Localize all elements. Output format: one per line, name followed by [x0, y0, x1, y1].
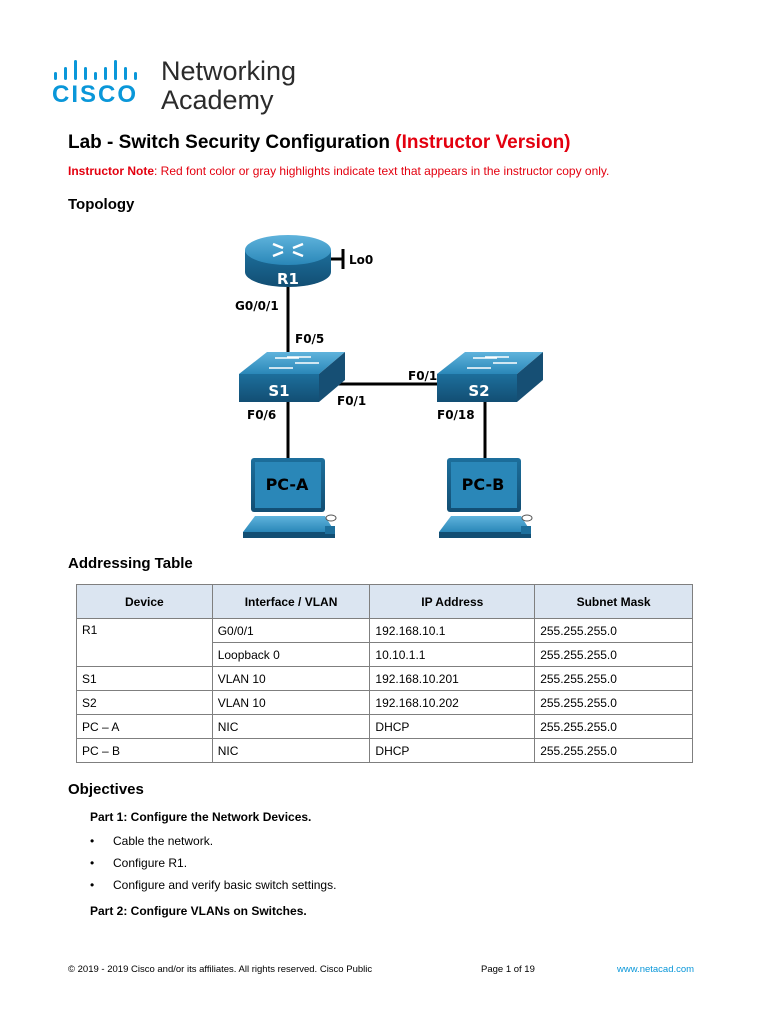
port-label-s2-f018: F0/18 — [437, 408, 475, 422]
cell-device: S2 — [76, 690, 213, 715]
title-main: Lab - Switch Security Configuration — [68, 132, 390, 153]
page-title: Lab - Switch Security Configuration (Ins… — [68, 132, 571, 154]
footer-url-link[interactable]: www.netacad.com — [617, 964, 695, 975]
addressing-table-heading: Addressing Table — [68, 555, 193, 572]
cell-mask: 255.255.255.0 — [534, 618, 693, 643]
instructor-note-text: : Red font color or gray highlights indi… — [154, 164, 610, 178]
cell-interface: VLAN 10 — [211, 666, 371, 691]
header-device: Device — [76, 584, 213, 619]
loopback-label: Lo0 — [349, 253, 373, 267]
table-header-row: Device Interface / VLAN IP Address Subne… — [76, 584, 693, 619]
list-item-text: Configure R1. — [113, 856, 188, 870]
list-item: • Configure and verify basic switch setti… — [90, 876, 336, 898]
port-label-r1-g001: G0/0/1 — [235, 299, 279, 313]
objective-part1: Part 1: Configure the Network Devices. — [90, 810, 312, 824]
objective-part2: Part 2: Configure VLANs on Switches. — [90, 904, 307, 918]
pc-b-label: PC-B — [462, 475, 505, 494]
footer-copyright: © 2019 - 2019 Cisco and/or its affiliate… — [68, 964, 373, 975]
list-item: • Configure R1. — [90, 854, 336, 876]
addressing-table: Device Interface / VLAN IP Address Subne… — [76, 584, 693, 763]
port-label-s2-f01: F0/1 — [408, 369, 437, 383]
port-label-s1-f01: F0/1 — [337, 394, 366, 408]
cell-device: PC – A — [76, 714, 213, 739]
cell-ip: DHCP — [369, 714, 536, 739]
pc-a-label: PC-A — [266, 475, 309, 494]
port-label-s1-f06: F0/6 — [247, 408, 276, 422]
table-row: Loopback 0 10.10.1.1 255.255.255.0 — [77, 642, 693, 667]
router-r1-icon — [245, 235, 331, 287]
cell-mask: 255.255.255.0 — [534, 642, 693, 667]
cell-ip: DHCP — [369, 738, 536, 763]
pc-b-icon — [439, 458, 533, 538]
router-r1-label: R1 — [277, 270, 299, 288]
cell-ip: 192.168.10.202 — [369, 690, 536, 715]
switch-s2-icon — [437, 352, 543, 402]
cell-mask: 255.255.255.0 — [534, 738, 693, 763]
instructor-note: Instructor Note: Red font color or gray … — [68, 164, 609, 178]
cell-interface: Loopback 0 — [211, 642, 371, 667]
cell-mask: 255.255.255.0 — [534, 714, 693, 739]
cisco-wordmark: CISCO — [52, 81, 139, 108]
cell-ip: 192.168.10.201 — [369, 666, 536, 691]
bullet-icon: • — [90, 856, 95, 870]
cell-mask: 255.255.255.0 — [534, 666, 693, 691]
header-interface: Interface / VLAN — [211, 584, 371, 619]
list-item-text: Cable the network. — [113, 834, 214, 848]
title-version: (Instructor Version) — [395, 132, 571, 153]
instructor-note-label: Instructor Note — [68, 164, 155, 178]
bullet-icon: • — [90, 878, 95, 892]
cisco-bars-icon — [54, 60, 137, 80]
switch-s1-icon — [239, 352, 345, 402]
port-label-s1-f05: F0/5 — [295, 332, 324, 346]
topology-heading: Topology — [68, 196, 135, 213]
list-item: • Cable the network. — [90, 832, 336, 854]
cell-interface: VLAN 10 — [211, 690, 371, 715]
switch-s2-label: S2 — [468, 382, 489, 400]
table-row: S1 VLAN 10 192.168.10.201 255.255.255.0 — [76, 666, 693, 691]
cell-device: PC – B — [76, 738, 213, 763]
logo-line2: Academy — [161, 85, 274, 115]
cell-interface: G0/0/1 — [211, 618, 371, 643]
cell-interface: NIC — [211, 714, 371, 739]
list-item-text: Configure and verify basic switch settin… — [113, 878, 337, 892]
topology-diagram: R1 Lo0 S1 S2 PC-A — [235, 235, 543, 538]
table-row: S2 VLAN 10 192.168.10.202 255.255.255.0 — [76, 690, 693, 715]
table-row: R1 G0/0/1 192.168.10.1 255.255.255.0 — [76, 618, 693, 667]
cell-ip: 192.168.10.1 — [369, 618, 536, 643]
footer-page-number: Page 1 of 19 — [481, 964, 535, 975]
pc-a-icon — [243, 458, 337, 538]
cell-mask: 255.255.255.0 — [534, 690, 693, 715]
cell-ip: 10.10.1.1 — [369, 642, 536, 667]
cell-interface: NIC — [211, 738, 371, 763]
header-ip: IP Address — [369, 584, 536, 619]
table-row: PC – B NIC DHCP 255.255.255.0 — [76, 738, 693, 763]
cell-device: S1 — [76, 666, 213, 691]
cell-device: R1 — [76, 618, 213, 667]
objectives-heading: Objectives — [68, 781, 144, 798]
switch-s1-label: S1 — [268, 382, 289, 400]
table-row: PC – A NIC DHCP 255.255.255.0 — [76, 714, 693, 739]
cisco-networking-academy-logo: CISCO Networking Academy — [52, 56, 312, 118]
header-mask: Subnet Mask — [534, 584, 693, 619]
part1-task-list: • Cable the network. • Configure R1. • Conf… — [90, 832, 336, 898]
bullet-icon: • — [90, 834, 95, 848]
logo-line1: Networking — [161, 56, 297, 86]
